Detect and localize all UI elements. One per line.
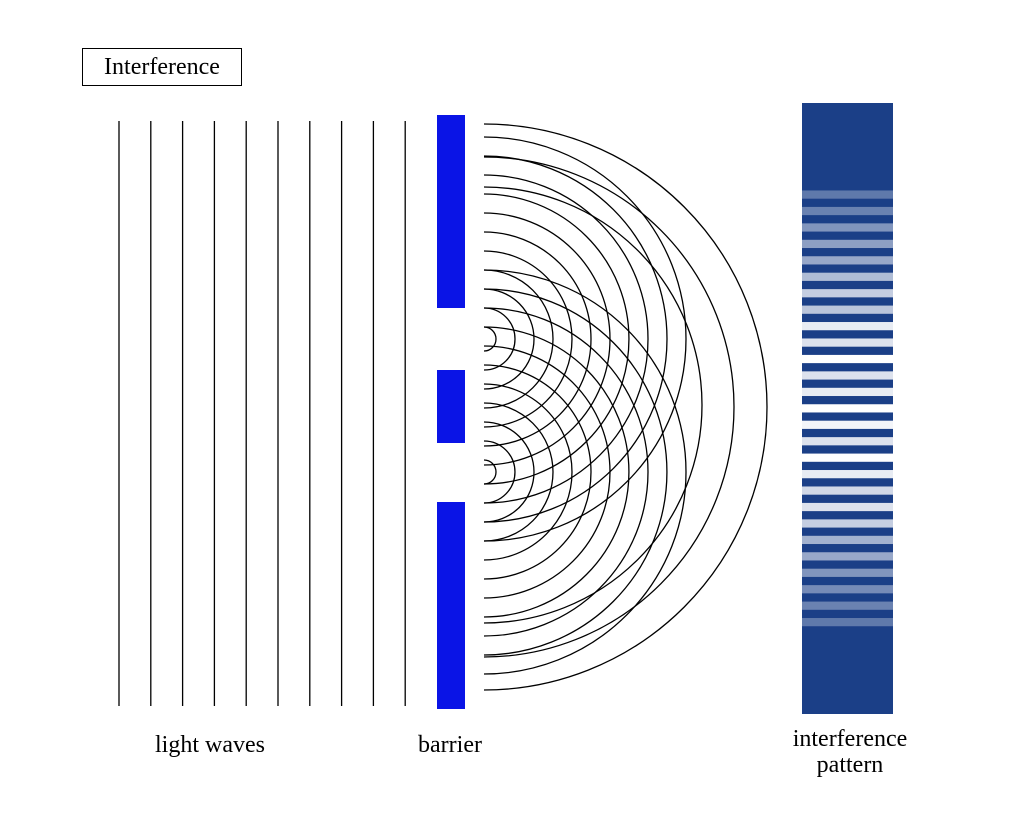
interference-pattern-label: interference pattern: [760, 726, 940, 778]
barrier-group: [437, 115, 465, 709]
lower-slit-wavefront: [483, 383, 573, 561]
bright-fringe: [802, 519, 893, 528]
bright-fringe: [802, 190, 893, 199]
lower-slit-wavefront: [483, 326, 630, 618]
lower-slit-wavefront: [483, 421, 535, 523]
light-waves-label: light waves: [155, 732, 265, 758]
bright-fringe: [802, 387, 893, 397]
barrier-segment: [437, 370, 465, 443]
upper-slit-wavefront: [483, 174, 649, 504]
lower-slit-wavefront: [483, 307, 649, 637]
diagram-title: Interference: [82, 48, 242, 86]
lower-slit-wavefront: [483, 345, 611, 599]
bright-fringe: [802, 354, 893, 364]
bright-fringe: [802, 470, 893, 479]
bright-fringe: [802, 371, 893, 380]
outer-wavefront: [483, 156, 735, 658]
upper-slit-wavefront: [483, 231, 592, 447]
bright-fringe: [802, 289, 893, 298]
barrier-label: barrier: [418, 732, 482, 758]
bright-fringe: [802, 437, 893, 446]
lower-slit-wavefront: [483, 288, 668, 656]
interference-pattern-label-line1: interference: [792, 726, 908, 752]
interference-pattern-label-line2: pattern: [816, 752, 884, 778]
bright-fringe: [802, 568, 893, 577]
lower-slit-wavefront: [483, 459, 497, 485]
upper-slit-wavefront: [483, 250, 573, 428]
barrier-segment: [437, 115, 465, 308]
barrier-segment: [437, 502, 465, 709]
bright-fringe: [802, 239, 893, 249]
bright-fringe: [802, 601, 893, 610]
bright-fringe: [802, 305, 893, 314]
upper-slit-wavefront: [483, 288, 535, 390]
bright-fringe: [802, 272, 893, 281]
upper-slit-wavefront: [483, 136, 687, 542]
outer-wavefront: [483, 123, 768, 691]
diffraction-waves-group: [483, 123, 768, 691]
bright-fringe: [802, 338, 893, 347]
bright-fringe: [802, 502, 893, 512]
bright-fringe: [802, 404, 893, 413]
bright-fringe: [802, 486, 893, 495]
lower-slit-wavefront: [483, 440, 516, 504]
lower-slit-wavefront: [483, 269, 687, 675]
bright-fringe: [802, 256, 893, 265]
upper-slit-wavefront: [483, 193, 630, 485]
bright-fringe: [802, 552, 893, 561]
lower-slit-wavefront: [483, 364, 592, 580]
lower-slit-wavefront: [483, 402, 554, 542]
bright-fringe: [802, 223, 893, 232]
bright-fringe: [802, 535, 893, 545]
bright-fringe: [802, 618, 893, 627]
bright-fringe: [802, 420, 893, 429]
upper-slit-wavefront: [483, 155, 668, 523]
bright-fringe: [802, 585, 893, 594]
bright-fringe: [802, 206, 893, 216]
outer-wavefront: [483, 186, 703, 624]
interference-pattern-group: [802, 103, 893, 714]
upper-slit-wavefront: [483, 269, 554, 409]
bright-fringe: [802, 322, 893, 331]
upper-slit-wavefront: [483, 307, 516, 371]
light-waves-group: [118, 121, 406, 706]
upper-slit-wavefront: [483, 326, 497, 352]
bright-fringe: [802, 453, 893, 462]
